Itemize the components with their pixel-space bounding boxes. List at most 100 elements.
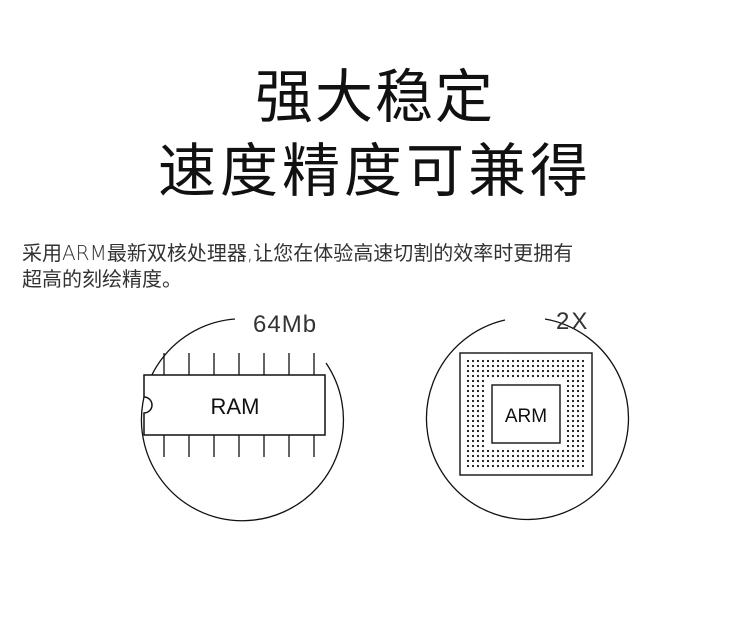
arm-dot [566,359,570,363]
arm-dot [511,359,515,363]
arm-dot [481,394,485,398]
arm-dot [576,364,580,368]
arm-dot [471,429,475,433]
arm-dot [581,374,585,378]
arm-dot [476,434,480,438]
arm-dot [581,394,585,398]
arm-dot [566,374,570,378]
arm-dot [466,364,470,368]
arm-dot [476,414,480,418]
arm-dot [466,459,470,463]
arm-dot [491,449,495,453]
arm-dot [511,464,515,468]
arm-dot [581,444,585,448]
arm-dot [551,359,555,363]
arm-dot [551,369,555,373]
arm-dot [576,359,580,363]
arm-dot [496,459,500,463]
arm-dot [481,439,485,443]
main-title: 强大稳定 [254,63,495,131]
arm-dot [571,424,575,428]
arm-dot [501,364,505,368]
arm-dot [511,454,515,458]
arm-dot [571,434,575,438]
arm-dot [471,454,475,458]
arm-dot [506,459,510,463]
arm-dot [576,449,580,453]
arm-dot [571,374,575,378]
arm-dot [566,444,570,448]
arm-dot [526,464,530,468]
arm-dot [471,419,475,423]
arm-dot [481,364,485,368]
arm-dot [491,459,495,463]
arm-dot [506,374,510,378]
arm-dot [466,444,470,448]
arm-dot [566,389,570,393]
arm-dot [546,449,550,453]
arm-dot [536,374,540,378]
arm-dot [566,429,570,433]
arm-dot [466,404,470,408]
arm-dot [561,359,565,363]
arm-dot [466,369,470,373]
arm-dot [526,369,530,373]
arm-dot [506,464,510,468]
arm-dot [471,464,475,468]
arm-dot [481,429,485,433]
arm-dot [511,369,515,373]
arm-dot [526,364,530,368]
arm-dot [566,424,570,428]
arm-dot [516,454,520,458]
ram-chip-icon: 64Mb RAM [120,305,350,525]
arm-dot [566,384,570,388]
arm-dot [481,379,485,383]
arm-dot [531,459,535,463]
arm-dot [471,394,475,398]
arm-dot [556,374,560,378]
arm-dot [581,429,585,433]
arm-dot [576,409,580,413]
arm-dot [476,399,480,403]
arm-dot [531,374,535,378]
arm-dot [466,419,470,423]
arm-dot [466,384,470,388]
arm-dot [536,449,540,453]
arm-dot [576,404,580,408]
arm-dot [481,404,485,408]
arm-dot [576,429,580,433]
arm-dot [466,434,470,438]
arm-dot [571,404,575,408]
arm-dot [491,369,495,373]
arm-dot [481,409,485,413]
arm-dot [566,364,570,368]
arm-dot [561,369,565,373]
arm-dot [551,364,555,368]
arm-dot [516,364,520,368]
arm-dot [476,439,480,443]
arm-dot [471,444,475,448]
arm-dot [571,414,575,418]
arm-dot [581,459,585,463]
arm-dot [531,454,535,458]
arm-dot [536,369,540,373]
arm-dot [466,429,470,433]
arm-dot [481,374,485,378]
arm-dot [466,449,470,453]
arm-dot [576,464,580,468]
arm-dot [471,409,475,413]
arm-dot [481,449,485,453]
arm-dot [576,369,580,373]
arm-dot [571,439,575,443]
arm-dot [561,364,565,368]
arm-dot [581,424,585,428]
arm-dot [471,379,475,383]
arm-dot [576,424,580,428]
arm-dot [496,454,500,458]
ram-pins-bottom [163,435,315,457]
arm-dot [481,389,485,393]
arm-dot [576,419,580,423]
arm-dot [481,434,485,438]
arm-dot [551,454,555,458]
arm-dot [556,454,560,458]
